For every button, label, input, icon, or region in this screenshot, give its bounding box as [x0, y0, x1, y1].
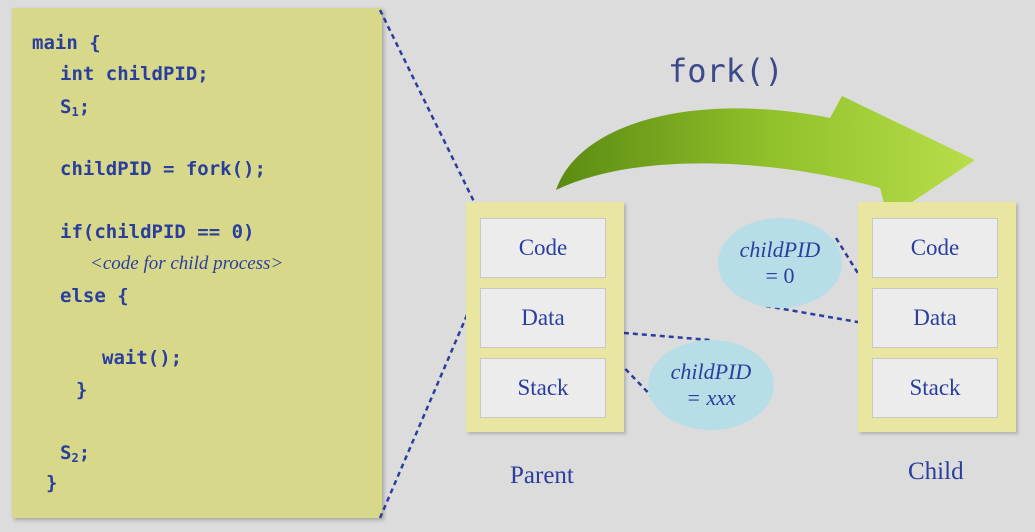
s1-sub: 1	[71, 105, 79, 119]
zoom-line-top	[378, 9, 484, 219]
child-data-segment: Data	[872, 288, 998, 348]
s2-sub: 2	[71, 451, 79, 465]
parent-bubble-name: childPID	[670, 358, 752, 384]
code-child-comment: <code for child process>	[90, 253, 284, 274]
fork-label: fork()	[668, 52, 784, 90]
parent-memory: Code Data Stack	[466, 202, 624, 432]
code-line-else: else {	[60, 285, 129, 307]
code-line-if: if(childPID == 0)	[60, 221, 255, 243]
code-line-decl: int childPID;	[60, 63, 209, 85]
code-line-main: main {	[32, 32, 101, 54]
code-panel	[12, 8, 382, 518]
s2-end: ;	[78, 442, 91, 464]
s1-text: S	[60, 96, 72, 118]
zoom-line-bottom	[378, 279, 484, 519]
code-line-fork: childPID = fork();	[60, 158, 266, 180]
code-line-wait: wait();	[102, 347, 183, 369]
child-data-link-lower	[765, 304, 893, 330]
child-stack-segment: Stack	[872, 358, 998, 418]
child-bubble-name: childPID	[739, 236, 821, 262]
child-pid-bubble: childPID = 0	[718, 218, 842, 308]
child-bubble-value: = 0	[765, 263, 795, 288]
s2-text: S	[60, 442, 72, 464]
parent-data-segment: Data	[480, 288, 606, 348]
child-memory: Code Data Stack	[858, 202, 1016, 432]
parent-label: Parent	[510, 462, 574, 489]
child-code-segment: Code	[872, 218, 998, 278]
parent-stack-segment: Stack	[480, 358, 606, 418]
code-line-s1: S1;	[60, 96, 90, 119]
parent-pid-bubble: childPID = xxx	[648, 340, 774, 430]
child-label: Child	[908, 458, 964, 485]
parent-bubble-value: = xxx	[686, 385, 736, 410]
fork-arrow	[556, 96, 975, 218]
s1-end: ;	[78, 96, 91, 118]
code-line-close-inner: }	[76, 379, 88, 401]
parent-code-segment: Code	[480, 218, 606, 278]
code-line-close-main: }	[46, 472, 58, 494]
code-line-s2: S2;	[60, 442, 90, 465]
